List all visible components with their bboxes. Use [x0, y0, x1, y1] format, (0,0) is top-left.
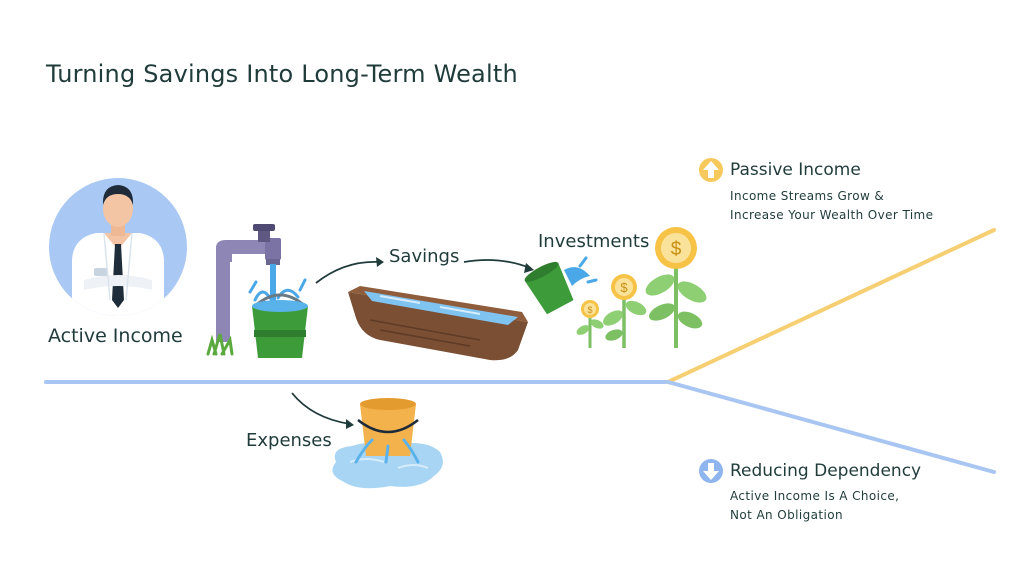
up-arrow-badge-icon	[699, 158, 723, 182]
reducing-dependency-title: Reducing Dependency	[730, 461, 922, 481]
arrow-to-expenses	[291, 392, 351, 425]
money-plant-icon	[576, 227, 707, 348]
page-title: Turning Savings Into Long-Term Wealth	[46, 60, 518, 88]
investments-label: Investments	[538, 231, 650, 252]
passive-income-desc-line2: Increase Your Wealth Over Time	[730, 208, 934, 222]
coin-symbol-medium: $	[620, 280, 628, 295]
coin-symbol-small: $	[587, 305, 592, 315]
savings-label: Savings	[389, 246, 460, 267]
passive-income-line	[666, 228, 996, 384]
reducing-dependency-desc-line2: Not An Obligation	[730, 508, 843, 522]
down-arrow-badge-icon	[699, 459, 723, 483]
reducing-dependency-line	[666, 380, 996, 474]
green-bucket-icon	[252, 293, 308, 358]
expenses-label: Expenses	[246, 430, 332, 451]
leaking-bucket-icon	[332, 398, 443, 489]
active-income-label: Active Income	[48, 325, 183, 347]
businessman-avatar-icon	[49, 178, 187, 316]
arrow-to-savings	[315, 260, 381, 284]
wooden-trough-icon	[348, 286, 528, 361]
reducing-dependency-desc-line1: Active Income Is A Choice,	[730, 489, 900, 503]
arrow-to-investments	[463, 259, 531, 269]
coin-symbol-large: $	[671, 239, 682, 260]
passive-income-title: Passive Income	[730, 160, 861, 180]
pouring-bucket-icon	[524, 256, 598, 315]
water-tap-icon	[206, 224, 307, 356]
passive-income-desc-line1: Income Streams Grow &	[730, 189, 885, 203]
